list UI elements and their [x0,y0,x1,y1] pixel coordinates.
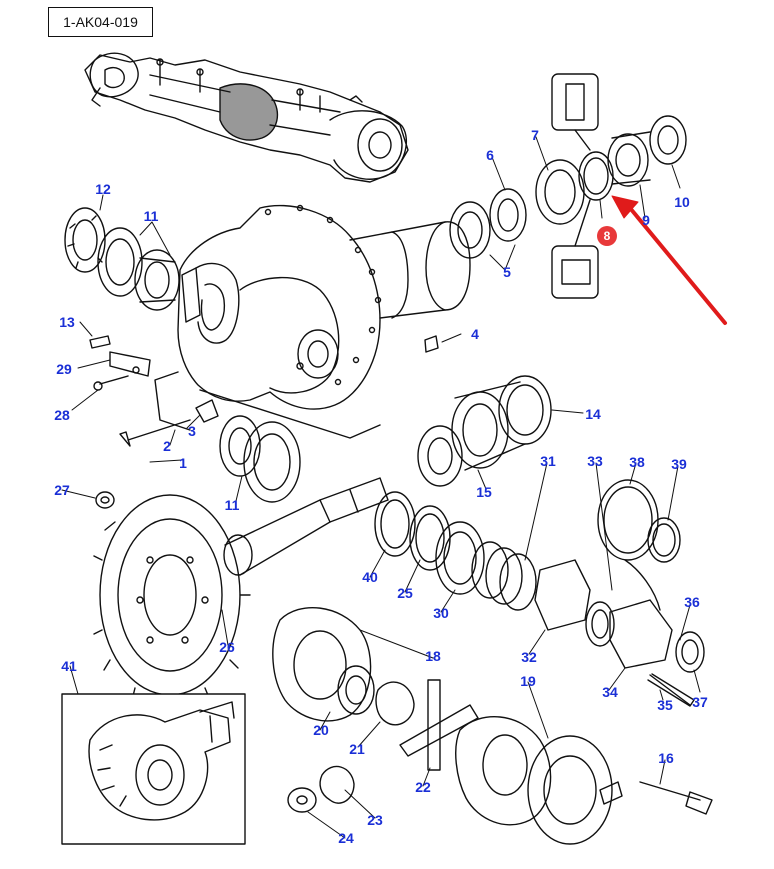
callout-label: 29 [56,361,72,377]
differential-assembly-inset [88,701,235,821]
callout-label: 19 [520,673,536,689]
callout-label: 15 [476,484,492,500]
callout-label: 10 [674,194,690,210]
callout-label: 28 [54,407,70,423]
center-bearing-parts [219,375,552,503]
callout-label: 36 [684,594,700,610]
callout-label: 31 [540,453,556,469]
callout-label: 16 [658,750,674,766]
callout-label: 41 [61,658,77,674]
callout-label: 40 [362,569,378,585]
callout-label: 25 [397,585,413,601]
callout-label: 32 [521,649,537,665]
inset-frame [61,693,246,845]
callout-label: 9 [642,212,650,228]
callout-label: 33 [587,453,603,469]
callout-label: 14 [585,406,601,422]
callout-label: 18 [425,648,441,664]
leader-lines [61,136,701,839]
callout-label: 39 [671,456,687,472]
callout-label: 5 [503,264,511,280]
clutch-stack [374,479,705,707]
callout-label: 34 [602,684,618,700]
left-bearing-parts [64,207,219,447]
callout-label: 26 [219,639,235,655]
callout-label: 24 [338,830,354,846]
callout-label: 30 [433,605,449,621]
callout-label: 3 [188,423,196,439]
highlight-arrow [611,195,727,325]
callout-label: 2 [163,438,171,454]
callout-label: 20 [313,722,329,738]
callout-label: 27 [54,482,70,498]
callout-label: 37 [692,694,708,710]
right-bearing-parts [424,73,687,353]
callout-label: 7 [531,127,539,143]
callout-label: 21 [349,741,365,757]
callout-label: 12 [95,181,111,197]
axle-assembly-thumbnail [84,52,409,183]
callout-label: 13 [59,314,75,330]
crown-wheel-and-pinion [93,477,389,709]
callout-label: 11 [224,497,240,513]
callout-label: 6 [486,147,494,163]
callout-label: 23 [367,812,383,828]
callout-label: 22 [415,779,431,795]
callout-label: 38 [629,454,645,470]
callout-label: 11 [143,208,159,224]
callout-label: 35 [657,697,673,713]
highlighted-part-badge: 8 [597,226,617,246]
reference-code-label: 1-AK04-019 [48,7,153,37]
callout-label: 4 [471,326,479,342]
callout-label: 1 [179,455,187,471]
differential-parts [272,607,713,845]
axle-housing [154,204,471,439]
